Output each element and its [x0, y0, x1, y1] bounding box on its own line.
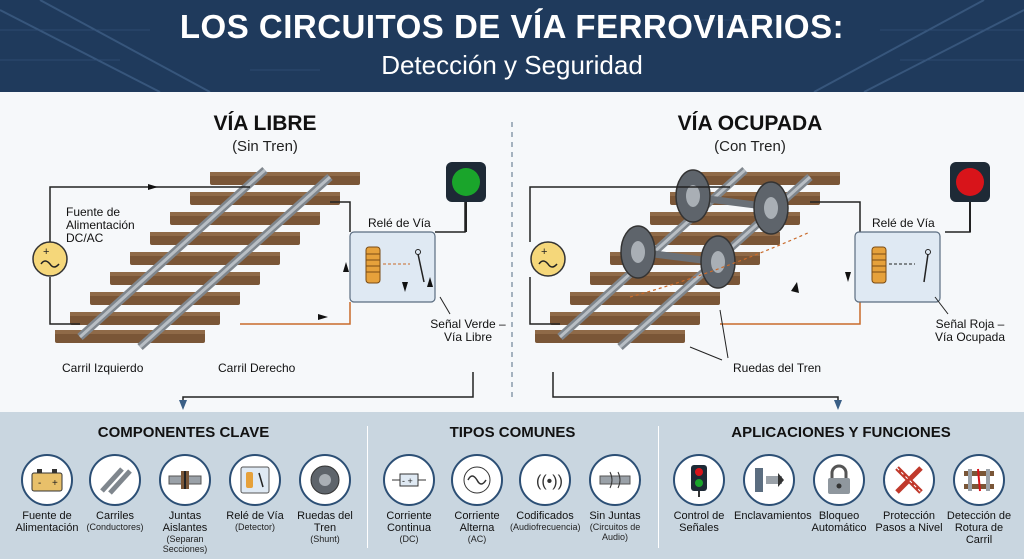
occupied-title: VÍA OCUPADA — [677, 112, 823, 135]
svg-text:- +: - + — [402, 476, 413, 486]
free-signal-light-icon — [452, 168, 480, 196]
component-item: Relé de Vía (Detector) — [220, 454, 290, 532]
free-relay-label: Relé de Vía — [368, 216, 431, 230]
component-item: Carriles (Conductores) — [80, 454, 150, 532]
application-item: Detección de Rotura de Carril — [944, 454, 1014, 546]
occupied-relay-coil-icon — [871, 246, 887, 284]
occupied-relay-box — [854, 231, 941, 303]
free-signal-label: Señal Verde – Vía Libre — [430, 317, 506, 344]
occupied-relay-label: Relé de Vía — [872, 216, 935, 230]
occupied-wheels-label: Ruedas del Tren — [733, 361, 822, 375]
svg-text:-: - — [38, 478, 41, 489]
type-item: - + Corriente Continua (DC) — [374, 454, 444, 544]
occupied-signal-label: Señal Roja – Vía Ocupada — [934, 317, 1006, 344]
svg-text:+: + — [52, 478, 58, 489]
type-item: Sin Juntas (Circuitos de Audio) — [580, 454, 650, 542]
battery-icon: -+ — [21, 454, 73, 506]
interlocking-icon — [743, 454, 795, 506]
free-track — [55, 167, 360, 350]
svg-text:+: + — [541, 246, 547, 258]
track-circuit-diagram: + — [32, 122, 990, 410]
page-title: LOS CIRCUITOS DE VÍA FERROVIARIOS: — [179, 8, 845, 45]
coded-signal-icon: ((•)) — [519, 454, 571, 506]
component-item: Juntas Aislantes (Separan Secciones) — [150, 454, 220, 554]
rails-icon — [89, 454, 141, 506]
type-item: Corriente Alterna (AC) — [442, 454, 512, 544]
application-item: Control de Señales — [664, 454, 734, 534]
free-power-source-icon — [32, 241, 68, 277]
components-title: COMPONENTES CLAVE — [97, 424, 270, 441]
component-item: Ruedas del Tren (Shunt) — [290, 454, 360, 544]
train-wheels-icon — [620, 169, 789, 289]
crossing-icon — [883, 454, 935, 506]
info-panel: COMPONENTES CLAVE TIPOS COMUNES APLICACI… — [0, 412, 1024, 559]
section-divider — [658, 426, 659, 548]
free-source-label: Fuente de Alimentación DC/AC — [66, 205, 135, 245]
types-title: TIPOS COMUNES — [449, 424, 576, 441]
section-divider — [367, 426, 368, 548]
traffic-signal-icon — [673, 454, 725, 506]
broken-rail-icon — [953, 454, 1005, 506]
dc-icon: - + — [383, 454, 435, 506]
header-banner: LOS CIRCUITOS DE VÍA FERROVIARIOS: Detec… — [0, 0, 1024, 92]
lock-icon — [813, 454, 865, 506]
component-item: -+ Fuente de Alimentación — [12, 454, 82, 534]
application-item: Protección Pasos a Nivel — [874, 454, 944, 534]
header-track-pattern — [0, 0, 1024, 92]
jointless-icon — [589, 454, 641, 506]
relay-icon — [229, 454, 281, 506]
free-right-rail-label: Carril Derecho — [218, 361, 296, 375]
occupied-signal-light-icon — [956, 168, 984, 196]
free-title: VÍA LIBRE — [213, 112, 317, 135]
diagram-area: + — [0, 92, 1024, 412]
free-left-rail-label: Carril Izquierdo — [62, 361, 144, 375]
wheel-icon — [299, 454, 351, 506]
occupied-subtitle: (Con Tren) — [714, 138, 786, 155]
application-item: Bloqueo Automático — [804, 454, 874, 534]
type-item: ((•)) Codificados (Audiofrecuencia) — [510, 454, 581, 532]
free-relay-coil-icon — [365, 246, 381, 284]
page-subtitle: Detección y Seguridad — [381, 50, 643, 80]
insulated-joint-icon — [159, 454, 211, 506]
application-item: Enclavamientos — [734, 454, 812, 522]
free-subtitle: (Sin Tren) — [232, 138, 298, 155]
occupied-power-source-icon — [530, 241, 566, 277]
ac-icon — [451, 454, 503, 506]
applications-title: APLICACIONES Y FUNCIONES — [731, 424, 951, 441]
svg-text:+: + — [43, 246, 49, 258]
svg-text:((•)): ((•)) — [536, 473, 562, 490]
free-relay-box — [349, 231, 436, 303]
